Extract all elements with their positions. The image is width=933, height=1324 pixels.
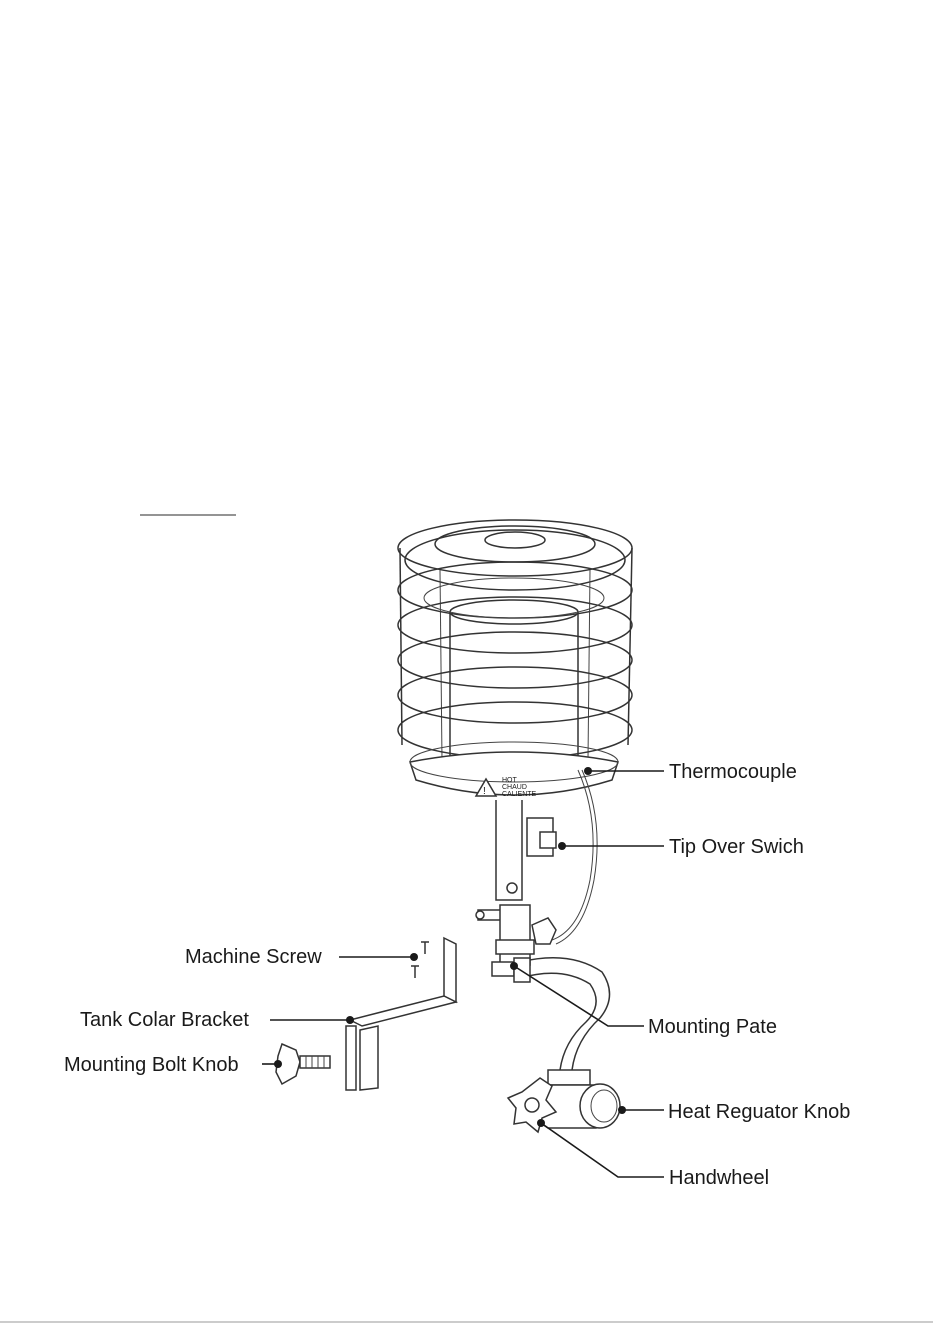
warning-text-1: HOT <box>502 777 518 784</box>
stem-assembly <box>476 770 620 1132</box>
label-tip-over-switch: Tip Over Swich <box>669 836 804 858</box>
svg-text:!: ! <box>483 786 486 797</box>
warning-text-2: CHAUD <box>502 784 527 791</box>
warning-text-3: CALIENTE <box>502 791 537 798</box>
heater-cage: ! HOT CHAUD CALIENTE <box>398 520 632 798</box>
label-mounting-bolt-knob: Mounting Bolt Knob <box>64 1054 239 1076</box>
label-tank-collar-bracket: Tank Colar Bracket <box>80 1009 249 1031</box>
label-mounting-plate: Mounting Pate <box>648 1016 777 1038</box>
label-thermocouple: Thermocouple <box>669 761 797 783</box>
label-handwheel: Handwheel <box>669 1167 769 1189</box>
label-heat-regulator-knob: Heat Reguator Knob <box>668 1101 850 1123</box>
label-machine-screw: Machine Screw <box>185 946 322 968</box>
